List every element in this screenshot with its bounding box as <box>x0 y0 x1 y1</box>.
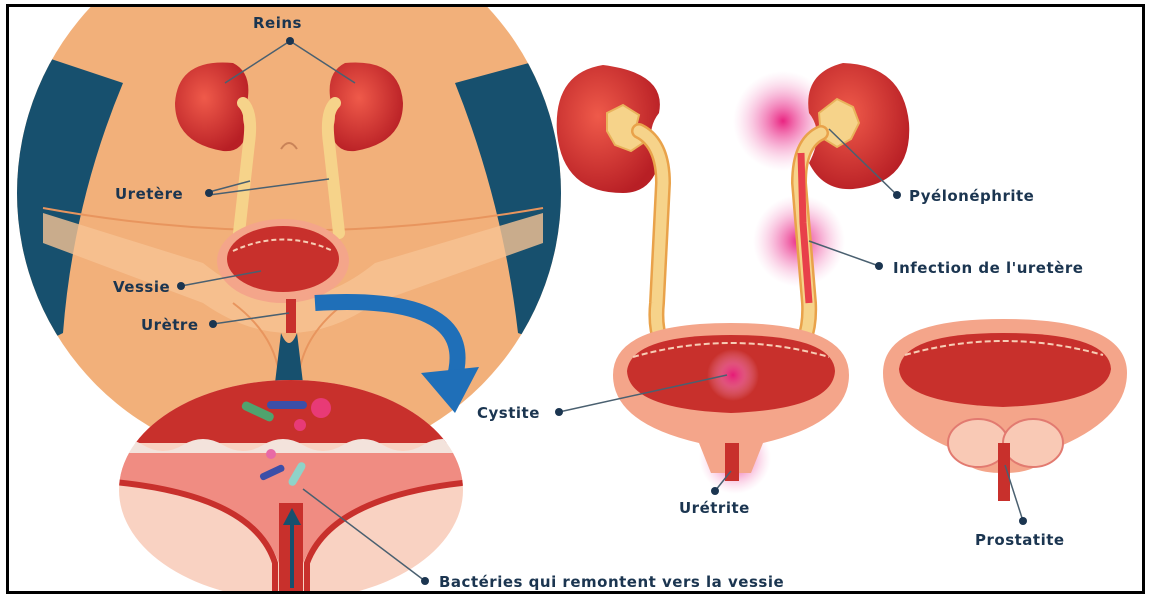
label-prostatite: Prostatite <box>975 531 1065 549</box>
label-bacteries: Bactéries qui remontent vers la vessie <box>439 573 784 591</box>
diagram-frame: Reins Uretère Vessie Urètre Pyélonéphrit… <box>6 4 1145 594</box>
label-reins: Reins <box>253 14 302 32</box>
label-infection-uretere: Infection de l'uretère <box>893 259 1083 277</box>
label-uretre: Urètre <box>141 316 199 334</box>
illustration <box>9 7 1145 594</box>
label-cystite: Cystite <box>477 404 540 422</box>
label-uretere: Uretère <box>115 185 183 203</box>
label-uretrite: Urétrite <box>679 499 750 517</box>
label-vessie: Vessie <box>113 278 170 296</box>
label-pyelonephrite: Pyélonéphrite <box>909 187 1034 205</box>
